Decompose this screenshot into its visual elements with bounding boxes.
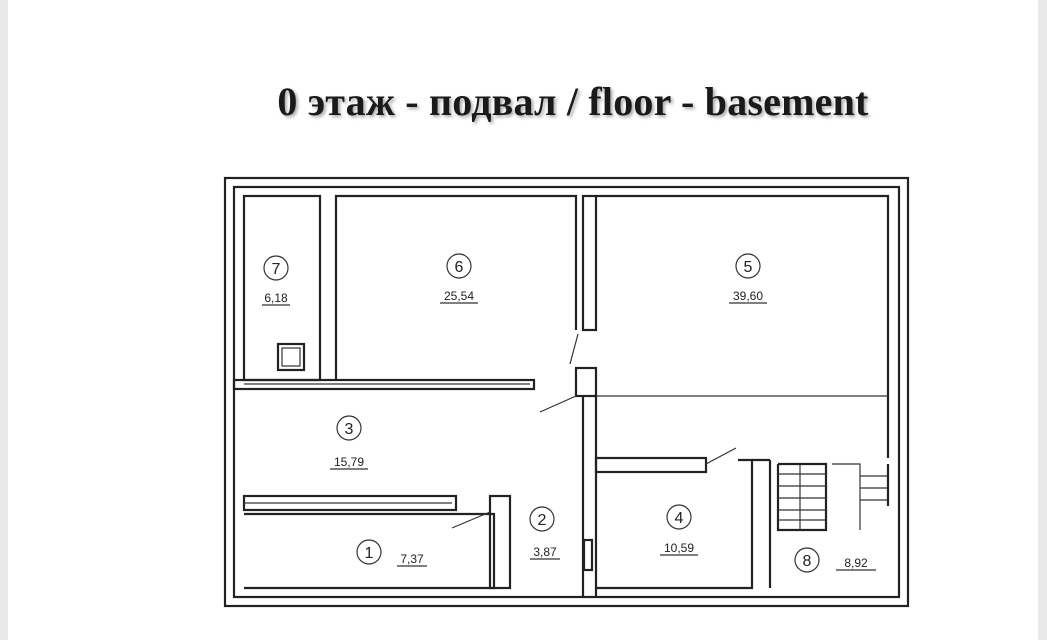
svg-text:1: 1 (365, 545, 374, 562)
svg-text:39,60: 39,60 (733, 289, 763, 303)
room-label-2: 2 3,87 (529, 506, 560, 560)
svg-text:7,37: 7,37 (400, 552, 424, 566)
room-1-2-walls (244, 494, 594, 590)
svg-text:5: 5 (744, 259, 753, 276)
room-3-walls (242, 494, 458, 512)
svg-text:3,87: 3,87 (533, 545, 557, 559)
svg-text:8,92: 8,92 (844, 556, 868, 570)
svg-text:10,59: 10,59 (664, 541, 694, 555)
svg-text:15,79: 15,79 (334, 455, 364, 469)
wall-row-3-top (232, 378, 536, 391)
svg-text:6: 6 (455, 259, 464, 276)
svg-text:8: 8 (803, 553, 812, 570)
room-7-walls (242, 194, 322, 382)
outer-walls (223, 176, 910, 608)
room-4-walls (594, 447, 770, 590)
central-walls (539, 333, 598, 596)
room-label-5: 5 39,60 (729, 253, 767, 304)
svg-text:25,54: 25,54 (444, 289, 474, 303)
page-title: 0 этаж - подвал / floor - basement (277, 79, 869, 124)
room-label-6: 6 25,54 (440, 253, 478, 304)
svg-text:2: 2 (538, 512, 547, 529)
document-page: 0 этаж - подвал / floor - basement (8, 0, 1038, 640)
svg-text:4: 4 (675, 510, 684, 527)
svg-text:6,18: 6,18 (264, 291, 288, 305)
room-label-8: 8 8,92 (794, 547, 876, 573)
room-label-7: 7 6,18 (262, 255, 290, 306)
svg-text:7: 7 (272, 261, 281, 278)
svg-text:3: 3 (345, 421, 354, 438)
room-6-walls (334, 194, 598, 380)
room-label-1: 1 7,37 (356, 539, 427, 567)
room-5-walls (596, 194, 890, 458)
stairs (768, 460, 890, 588)
room-label-4: 4 10,59 (660, 504, 698, 556)
room-label-3: 3 15,79 (330, 415, 368, 470)
